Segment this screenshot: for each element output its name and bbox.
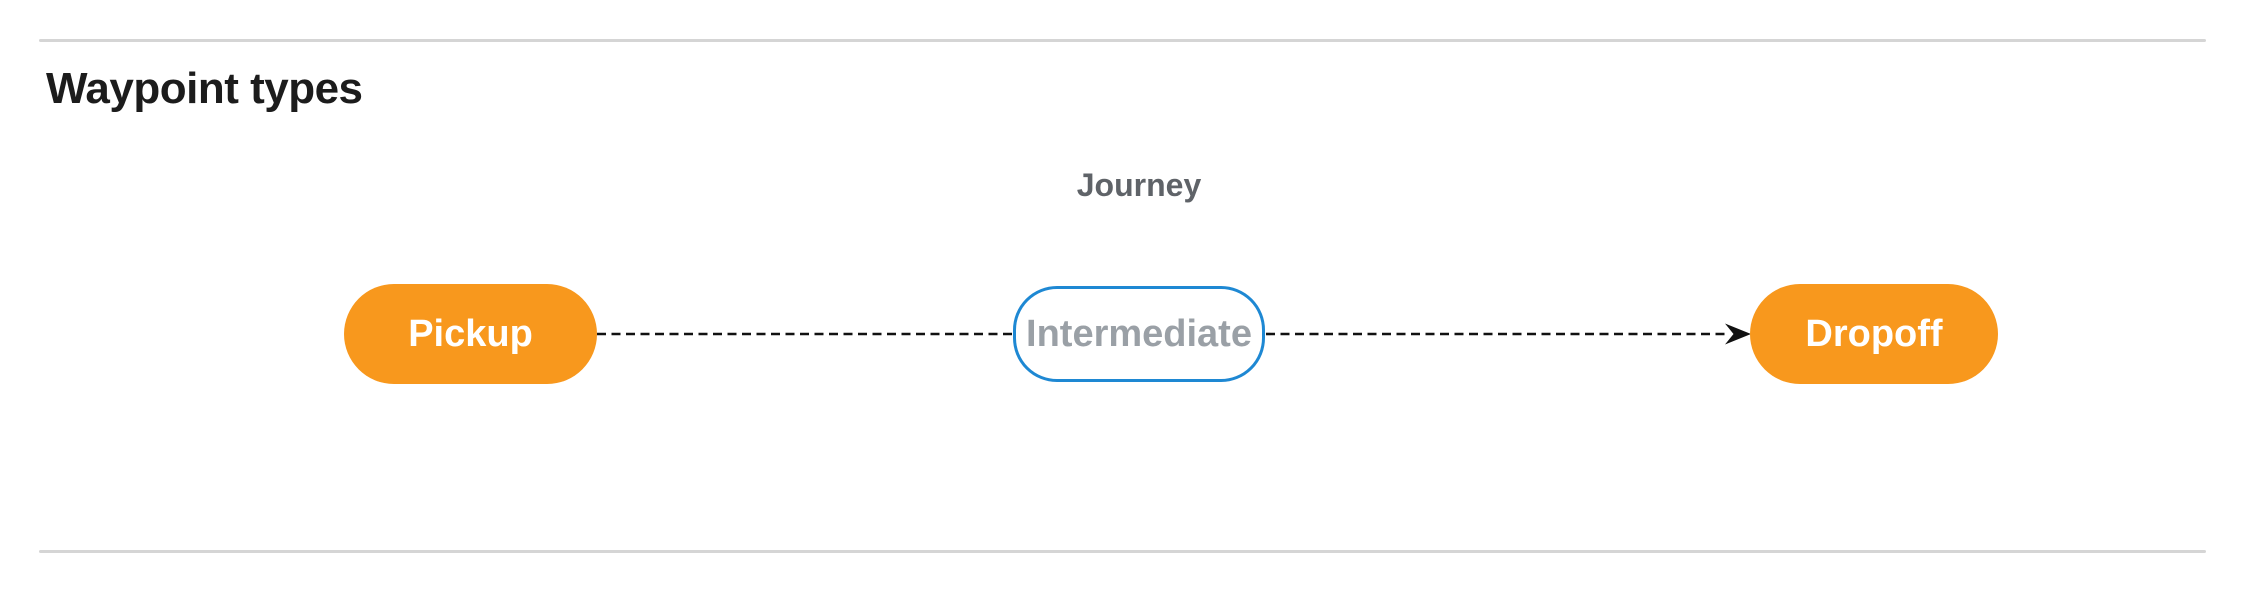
bottom-divider [39, 550, 2206, 553]
node-intermediate: Intermediate [1013, 286, 1265, 382]
arrowhead-icon [1725, 323, 1751, 345]
node-dropoff: Dropoff [1750, 284, 1998, 384]
section-heading: Waypoint types [46, 64, 363, 113]
top-divider [39, 39, 2206, 42]
node-intermediate-label: Intermediate [1026, 312, 1252, 355]
node-pickup-label: Pickup [408, 312, 533, 355]
node-pickup: Pickup [344, 284, 597, 384]
node-dropoff-label: Dropoff [1805, 312, 1943, 355]
diagram-title: Journey [1076, 167, 1202, 203]
